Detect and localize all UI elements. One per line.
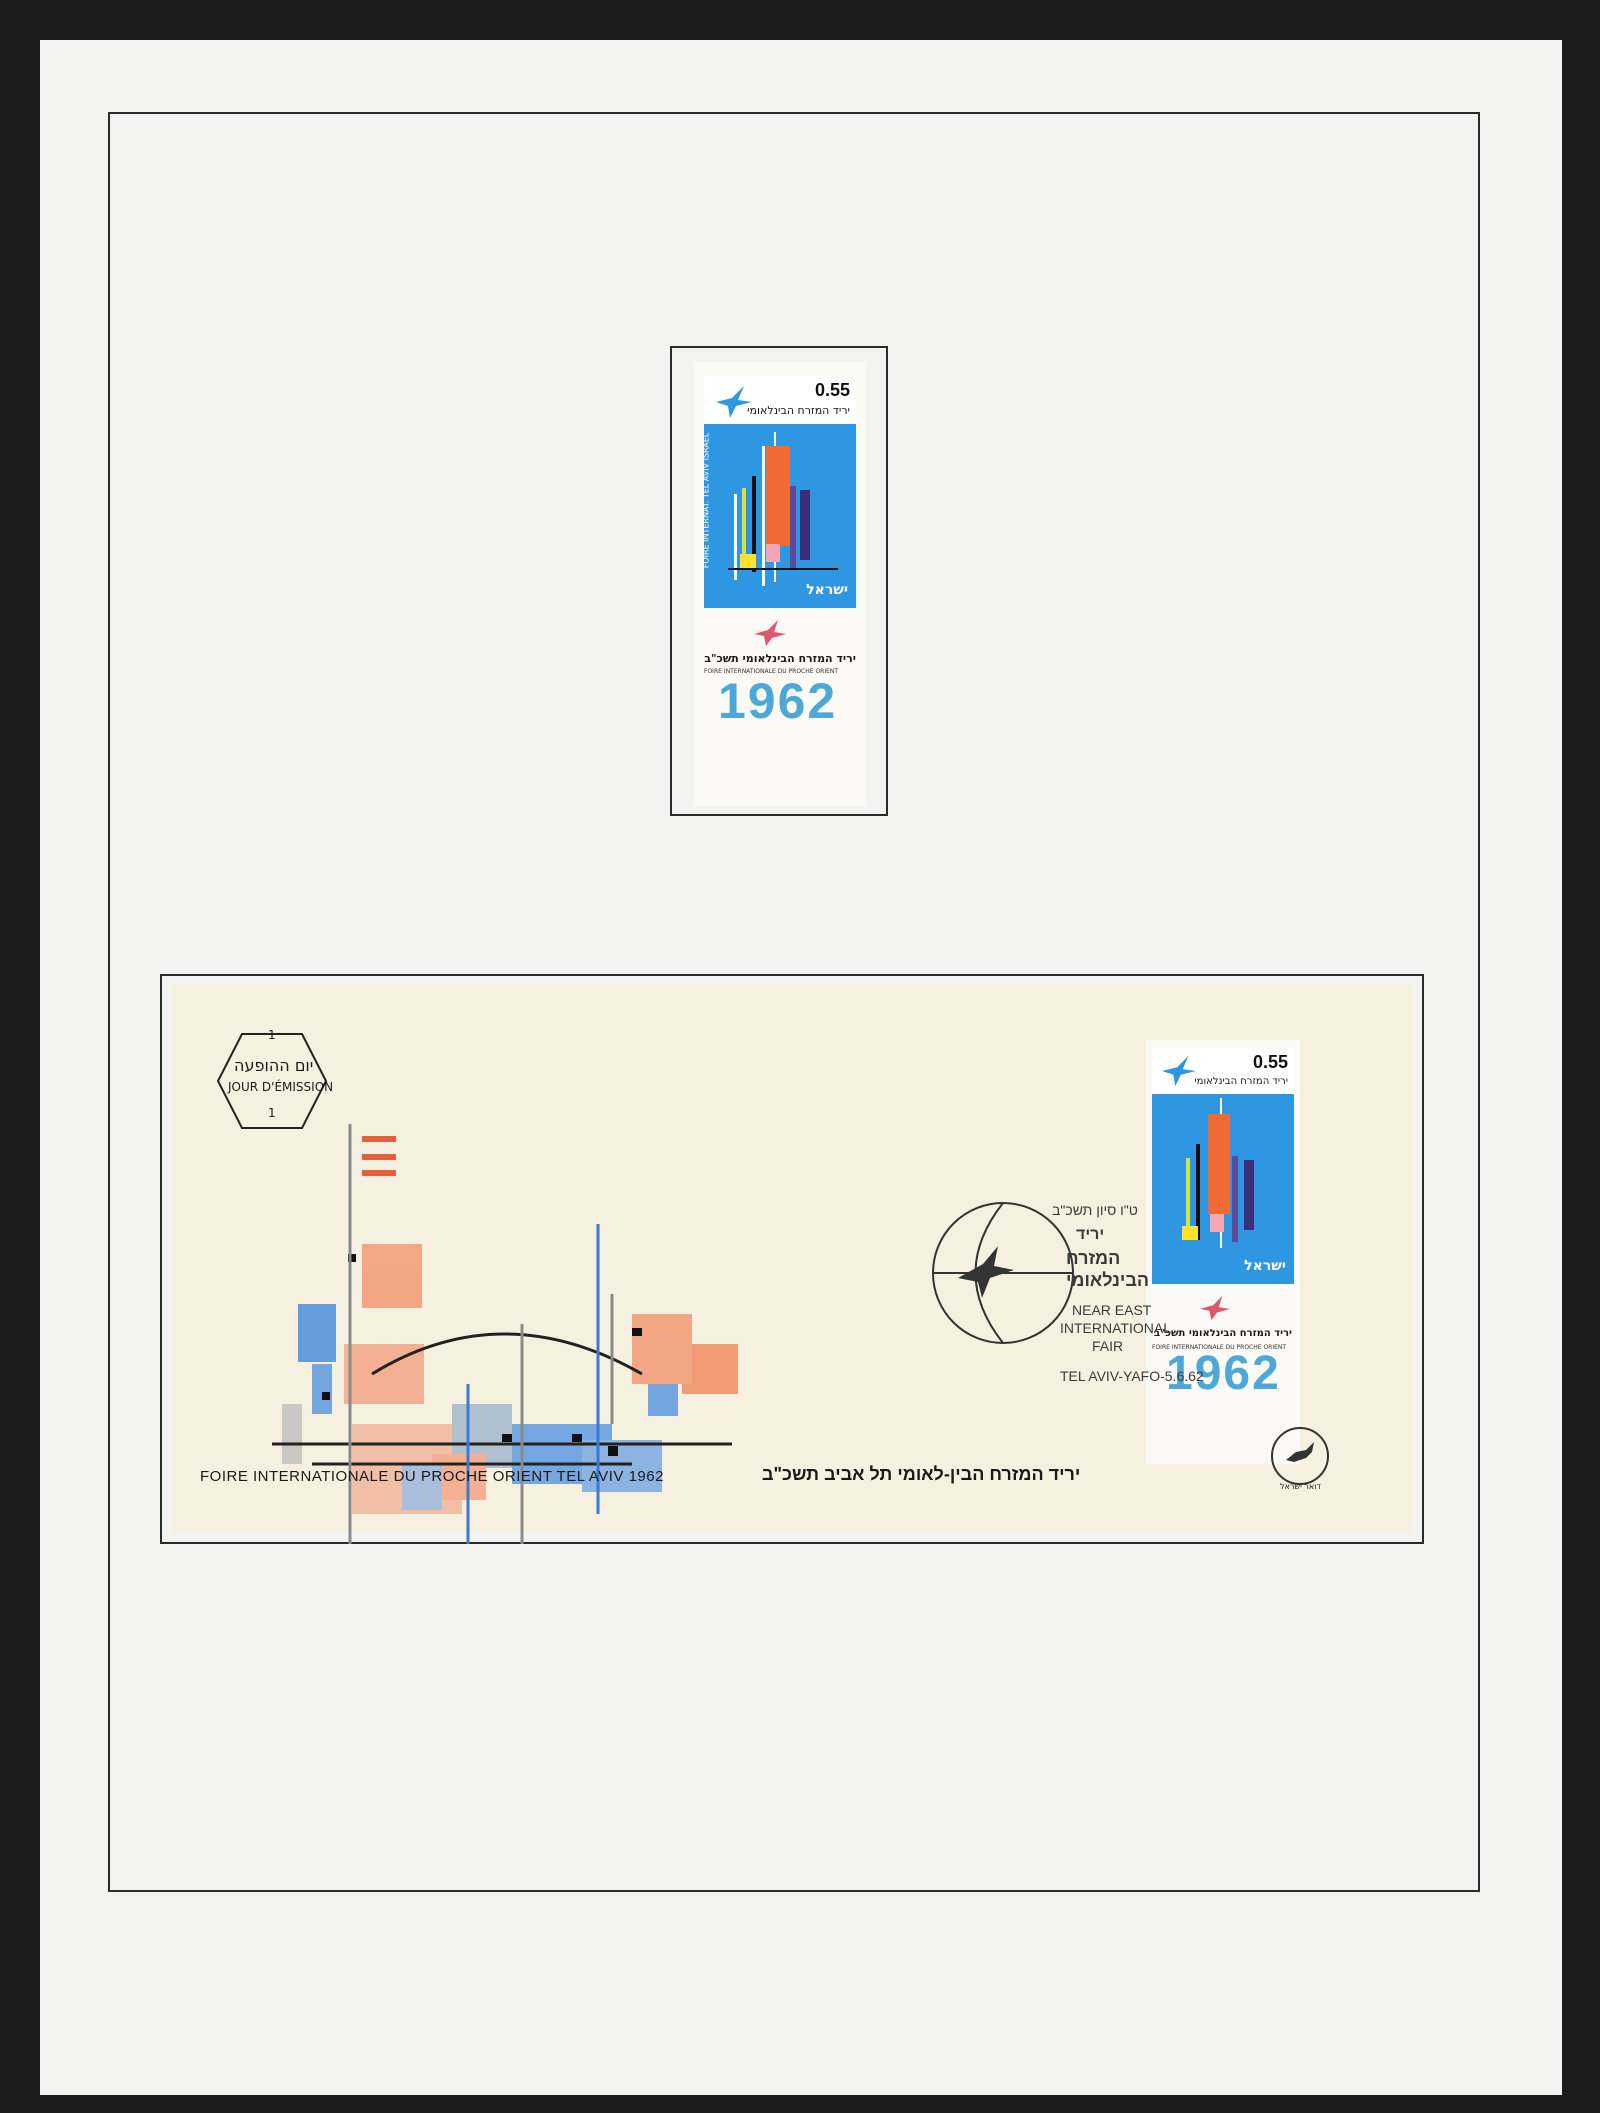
stamp-inscription: יריד המזרח הבינלאומי — [747, 404, 850, 417]
postmark-line1: NEAR EAST — [1072, 1302, 1152, 1318]
cover-stamp-country: ישראל — [1244, 1258, 1286, 1274]
cachet-num-bottom: 1 — [268, 1106, 276, 1120]
postmark-date-hebrew: ט"ו סיון תשכ"ב — [1052, 1202, 1138, 1218]
cachet-french: JOUR D'ÉMISSION — [228, 1080, 334, 1094]
cover-stamp-design: 0.55 יריד המזרח הבינלאומי ישראל — [1152, 1048, 1294, 1284]
stamp-with-tab: 0.55 יריד המזרח הבינלאומי FOIRE INTERNAT… — [694, 362, 866, 806]
tab-year: 1962 — [718, 673, 838, 729]
cover-footer-french: FOIRE INTERNATIONALE DU PROCHE ORIENT TE… — [200, 1468, 664, 1485]
first-day-cover: 1 יום ההופעה JOUR D'ÉMISSION 1 — [172, 984, 1412, 1544]
cover-stamp-inscription: יריד המזרח הבינלאומי — [1194, 1076, 1288, 1087]
postmark-line2: INTERNATIONAL — [1060, 1320, 1171, 1336]
postmark-hebrew-2: המזרח — [1066, 1248, 1121, 1268]
cover-tab-year: 1962 — [1166, 1347, 1281, 1400]
cover-mount — [160, 974, 1424, 1544]
stamp-design: 0.55 יריד המזרח הבינלאומי FOIRE INTERNAT… — [701, 376, 856, 608]
stamp-mount — [670, 346, 888, 816]
cover-tab-hebrew: יריד המזרח הבינלאומי תשכ"ב — [1153, 1328, 1292, 1339]
postal-emblem-icon — [1271, 1427, 1329, 1485]
cover-stamp-value: 0.55 — [1252, 1052, 1288, 1072]
cover-stamp: 0.55 יריד המזרח הבינלאומי ישראל יריד המז… — [1146, 1040, 1300, 1464]
postal-emblem-text: דואר ישראל — [1280, 1482, 1321, 1491]
stamp-value: 0.55 — [814, 380, 850, 400]
postmark-globe-icon — [932, 1202, 1074, 1344]
postmark-line3: FAIR — [1092, 1338, 1124, 1354]
bird-icon — [1200, 1295, 1230, 1321]
bird-icon — [716, 386, 752, 418]
stamp-country: ישראל — [806, 582, 848, 598]
cover-tab-french: FOIRE INTERNATIONALE DU PROCHE ORIENT — [1152, 1344, 1287, 1351]
cover-footer-hebrew: יריד המזרח הבין-לאומי תל אביב תשכ"ב — [762, 1464, 1081, 1484]
cover-illustration — [272, 1124, 738, 1544]
postmark-hebrew-3: הבינלאומי — [1066, 1270, 1150, 1290]
bird-icon — [754, 620, 786, 646]
cachet-num-top: 1 — [268, 1028, 276, 1042]
album-border — [108, 112, 1480, 1892]
cachet-hebrew: יום ההופעה — [234, 1056, 314, 1075]
cachet-hexagon-icon — [216, 1033, 328, 1129]
bird-icon — [1162, 1055, 1196, 1087]
postmark-date: TEL AVIV-YAFO-5.6.62 — [1060, 1368, 1204, 1384]
tab-hebrew: יריד המזרח הבינלאומי תשכ"ב — [704, 652, 856, 665]
postmark-hebrew-1: יריד — [1076, 1226, 1105, 1243]
tab-french: FOIRE INTERNATIONALE DU PROCHE ORIENT — [704, 668, 839, 675]
stamp-side-text: FOIRE INTERNAT. TEL AVIV ISRAEL — [701, 432, 711, 569]
